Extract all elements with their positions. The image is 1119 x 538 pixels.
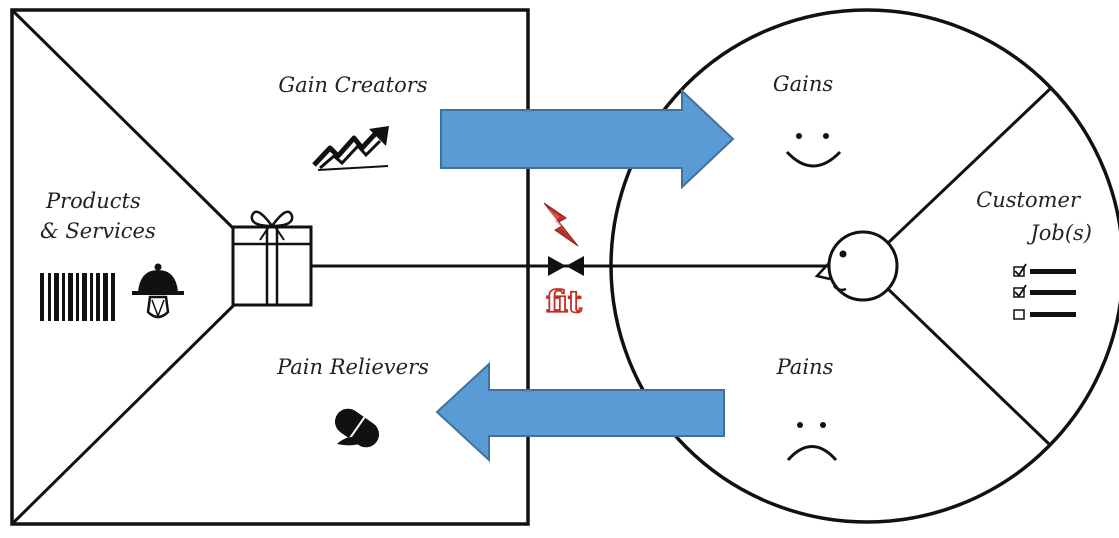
diagonal-bottom: [11, 303, 236, 525]
products-label-line2: & Services: [40, 219, 156, 243]
customer-jobs-label-line2: Job(s): [1026, 221, 1092, 245]
fit-label: fit: [546, 285, 582, 320]
pain-relievers-label: Pain Relievers: [276, 355, 429, 379]
arrow-right: [440, 88, 735, 190]
pains-label: Pains: [776, 355, 834, 379]
checklist-icon: [1013, 263, 1076, 320]
lightning-icon: [543, 202, 579, 247]
gain-creators-label: Gain Creators: [278, 73, 427, 97]
trend-up-icon: [312, 126, 389, 171]
face-icon: [814, 230, 899, 302]
smile-icon: [785, 133, 842, 168]
cloche-icon: [132, 263, 184, 319]
divider-upper: [885, 86, 1053, 246]
gift-icon: [231, 210, 313, 307]
divider-lower: [885, 286, 1051, 446]
customer-jobs-label-line1: Customer: [976, 188, 1082, 212]
frown-icon: [786, 422, 838, 462]
gains-label: Gains: [773, 72, 834, 96]
barcode-icon: [40, 273, 115, 321]
customer-profile: [600, 8, 1119, 524]
products-label-line1: Products: [45, 189, 141, 213]
diagonal-top: [11, 9, 236, 231]
arrow-left: [435, 361, 725, 463]
bowtie-icon: [548, 256, 584, 276]
pill-icon: [334, 408, 380, 448]
